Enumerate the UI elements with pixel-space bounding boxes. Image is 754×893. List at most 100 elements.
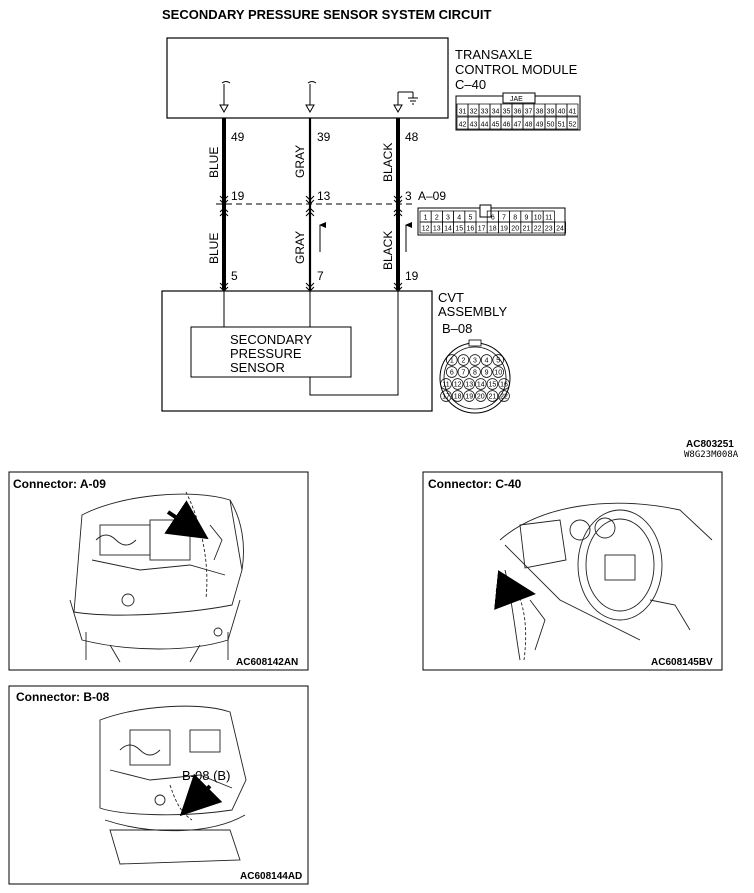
b08-pin: 18 (454, 394, 462, 401)
panel-connector-c40: Connector: C-40 AC608145BV (422, 471, 723, 671)
sensor-label-line2: PRESSURE (230, 346, 302, 361)
c40-pin: 39 (547, 109, 555, 116)
a09-pin: 20 (511, 226, 519, 233)
tcm-name-line1: TRANSAXLE (455, 47, 533, 62)
tcm-name-line2: CONTROL MODULE (455, 62, 578, 77)
c40-pin: 40 (558, 109, 566, 116)
a09-pin: 24 (556, 226, 564, 233)
b08-pin-hole (486, 390, 499, 402)
panel-a09-code: AC608142AN (236, 657, 298, 668)
dashboard-illustration-c40 (494, 502, 713, 661)
b08-pin: 4 (485, 358, 489, 365)
pin-mid-blue: 19 (231, 189, 245, 203)
b08-pin: 10 (494, 370, 502, 377)
c40-pin: 44 (481, 122, 489, 129)
a09-pin: 1 (424, 215, 428, 222)
panel-b08-callout: B-08 (B) (182, 768, 230, 783)
b08-pin: 7 (461, 370, 465, 377)
b08-pin-hole (480, 366, 493, 378)
b08-pin-hole (457, 366, 470, 378)
c40-pin: 46 (503, 122, 511, 129)
wire-color-blue-upper: BLUE (207, 147, 221, 178)
a09-pin: 22 (534, 226, 542, 233)
cvt-name-line1: CVT (438, 290, 464, 305)
c40-pin: 43 (470, 122, 478, 129)
figure-code: AC803251 (686, 439, 734, 450)
c40-pin: 51 (558, 122, 566, 129)
cvt-assembly-box (161, 290, 433, 412)
panel-b08-code: AC608144AD (240, 871, 302, 882)
a09-pin: 9 (524, 215, 528, 222)
b08-connector-label: B–08 (442, 321, 472, 336)
sensor-label-line3: SENSOR (230, 360, 285, 375)
pin-mid-black: 3 (405, 189, 412, 203)
wire-color-gray-upper: GRAY (293, 145, 307, 178)
b08-pin-hole (451, 390, 464, 402)
a09-pin: 3 (446, 215, 450, 222)
sensor-label-line1: SECONDARY (230, 332, 312, 347)
c40-pin: 33 (481, 109, 489, 116)
b08-pin: 6 (450, 370, 454, 377)
c40-pin: 52 (569, 122, 577, 129)
b08-pin-hole (451, 378, 464, 390)
c40-pin: 37 (525, 109, 533, 116)
sensor-box (190, 326, 352, 378)
sensor-wiring (223, 291, 399, 396)
c40-pin: 41 (569, 109, 577, 116)
b08-pin-hole (469, 366, 481, 378)
panel-c40-title: Connector: C-40 (428, 477, 522, 491)
b08-pin: 1 (450, 358, 454, 365)
panel-b08-title: Connector: B-08 (16, 690, 110, 704)
b08-pin-hole (480, 354, 493, 366)
c40-pin: 31 (459, 109, 467, 116)
b08-pin: 19 (465, 394, 473, 401)
b08-pin-hole (440, 378, 452, 390)
b08-pin-hole (463, 378, 475, 390)
b08-pin-hole (498, 390, 510, 402)
a09-pin: 8 (513, 215, 517, 222)
panel-c40-code: AC608145BV (651, 657, 713, 668)
c40-pin: 49 (536, 122, 544, 129)
b08-pin-hole (463, 390, 475, 402)
tcm-box (166, 37, 449, 119)
b08-pin: 5 (496, 358, 500, 365)
a09-pin: 18 (489, 226, 497, 233)
a09-pin: 4 (457, 215, 461, 222)
c40-pin: 50 (547, 122, 555, 129)
b08-pin: 16 (500, 382, 508, 389)
a09-pin: 12 (422, 226, 430, 233)
pin-cvt-black: 19 (405, 269, 419, 283)
tcm-input-symbols (219, 81, 418, 114)
wire-color-gray-lower: GRAY (293, 231, 307, 264)
a09-pin: 10 (534, 215, 542, 222)
c40-pin-cell (566, 103, 579, 117)
c40-pin: 48 (525, 122, 533, 129)
b08-pin-hole (475, 378, 487, 390)
c40-pin: 47 (514, 122, 522, 129)
c40-pin: 35 (503, 109, 511, 116)
a09-connector-label: A–09 (418, 189, 446, 203)
a09-pin: 6 (491, 215, 495, 222)
b08-pin-hole (469, 354, 481, 366)
b08-pin-hole (446, 354, 458, 366)
b08-pin-hole (457, 354, 470, 366)
pin-cvt-gray: 7 (317, 269, 324, 283)
figure-subcode: W8G23M008A (684, 450, 739, 460)
b08-pin-hole (440, 390, 452, 402)
b08-pin: 15 (489, 382, 497, 389)
c40-pin: 42 (459, 122, 467, 129)
pin-tcm-blue: 49 (231, 130, 245, 144)
b08-pin: 13 (465, 382, 473, 389)
cvt-name-line2: ASSEMBLY (438, 304, 507, 319)
pin-tcm-black: 48 (405, 130, 419, 144)
b08-pin-hole (492, 354, 504, 366)
wire-color-black-lower: BLACK (381, 231, 395, 270)
b08-pin: 11 (442, 382, 449, 389)
a09-pin: 16 (467, 226, 475, 233)
a09-pin-cell (554, 221, 566, 234)
a09-pin: 19 (500, 226, 508, 233)
b08-pin: 3 (473, 358, 477, 365)
